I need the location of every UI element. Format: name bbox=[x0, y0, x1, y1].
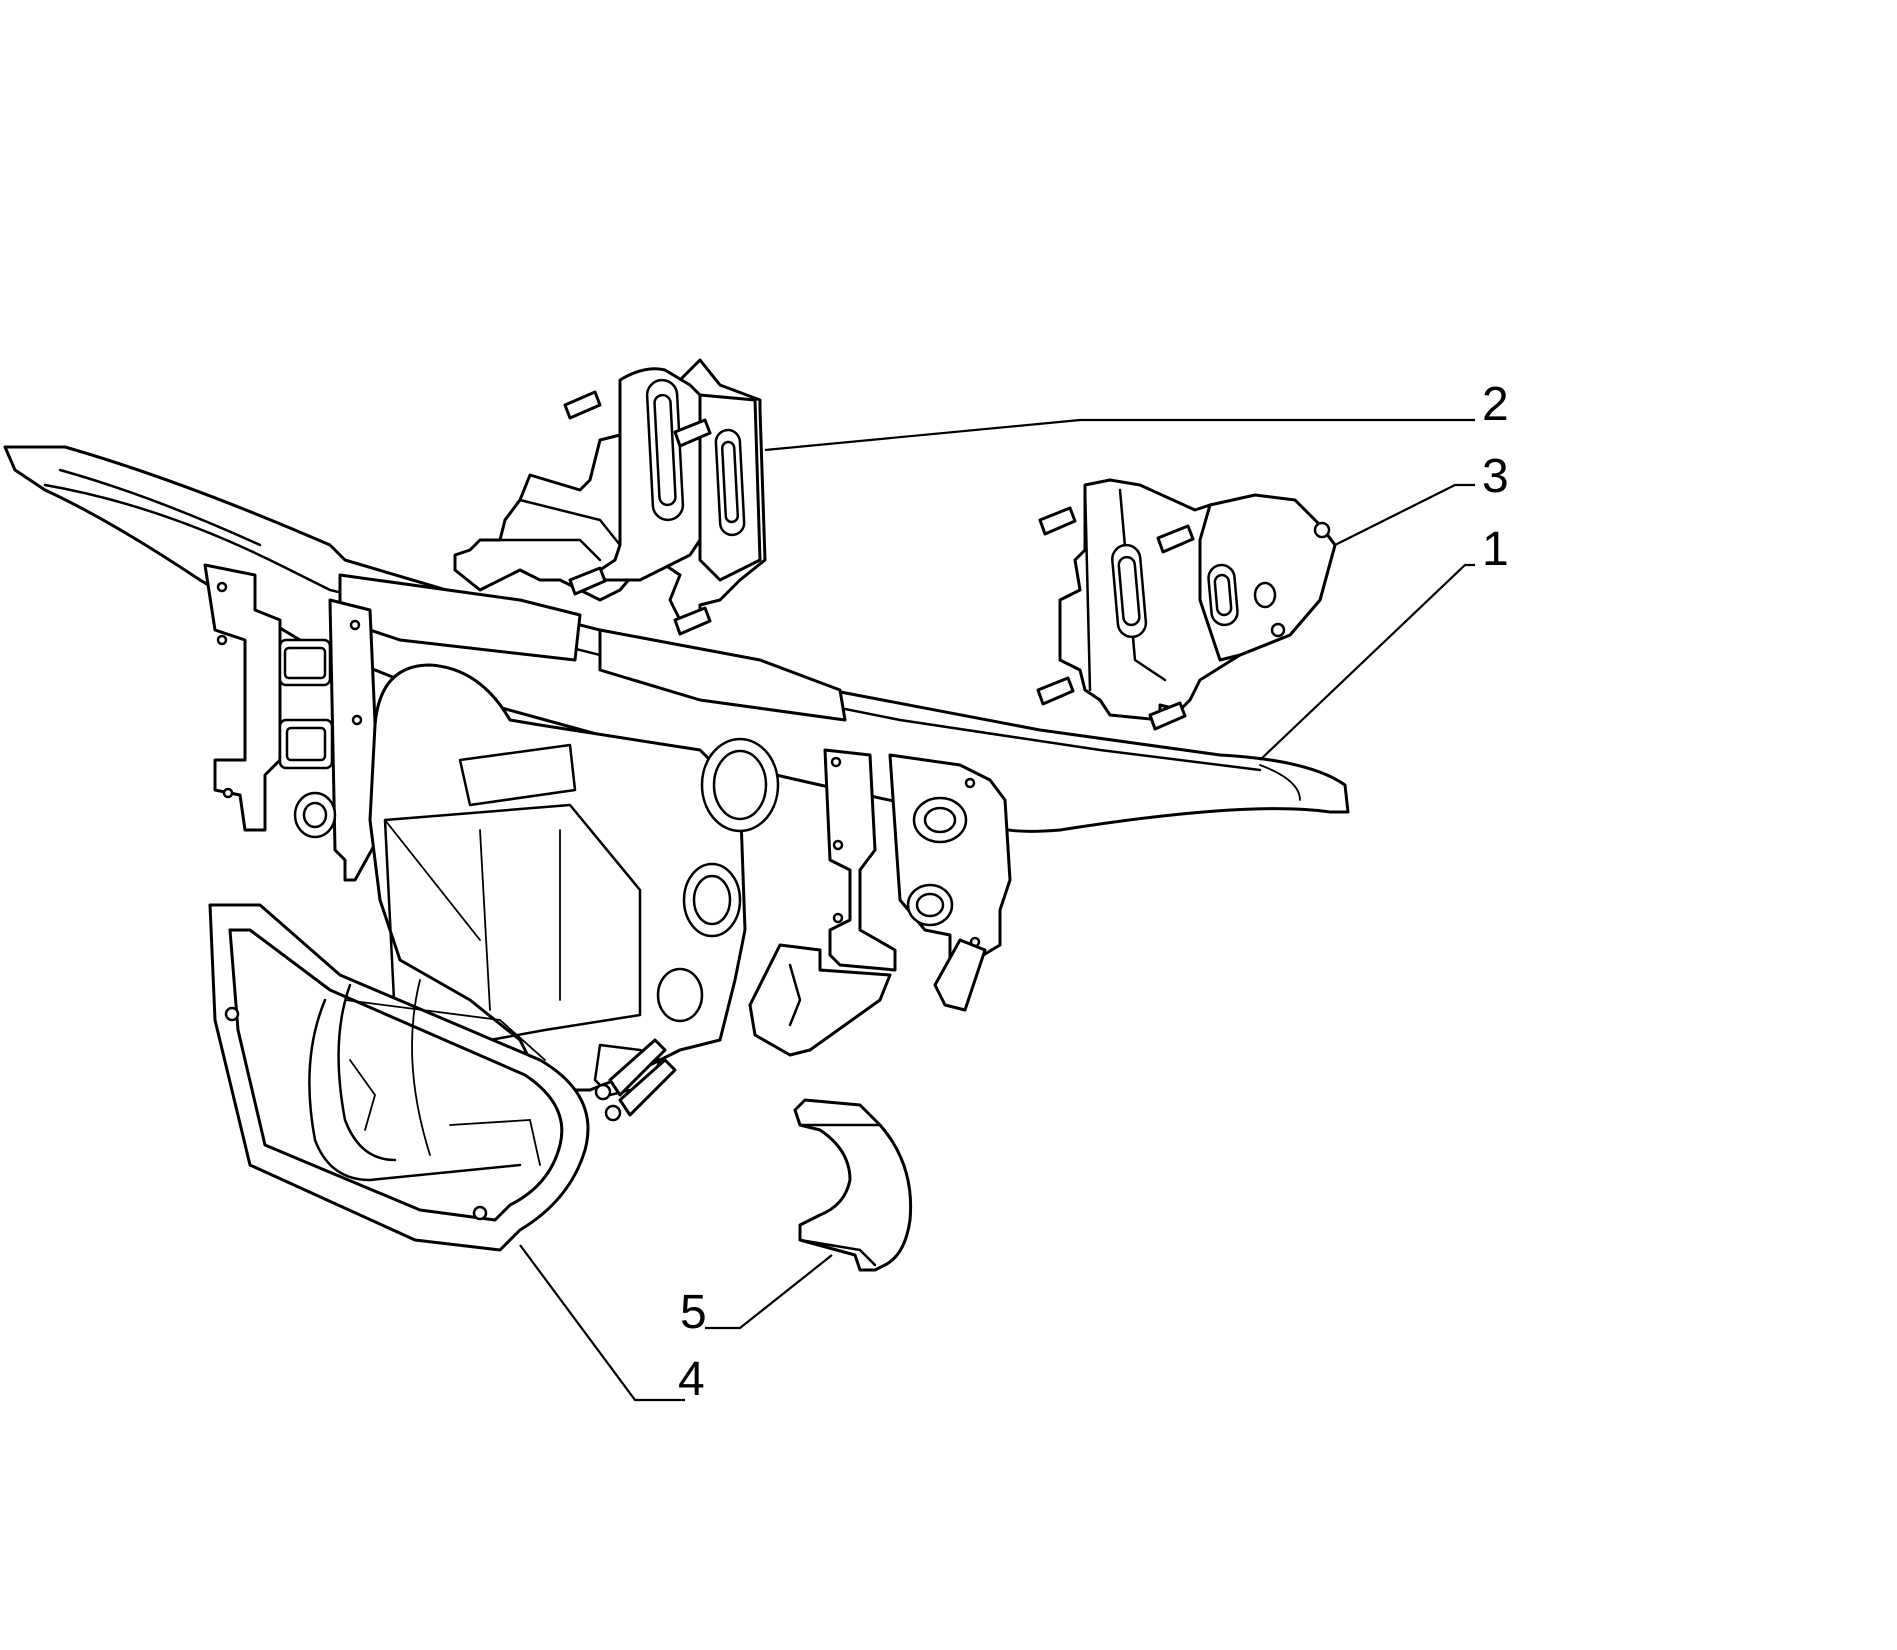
callout-5: 5 bbox=[680, 1286, 707, 1339]
part-2-studs bbox=[563, 390, 712, 636]
callout-3: 3 bbox=[1482, 450, 1509, 503]
leader-line-2 bbox=[764, 418, 1475, 452]
part-1-front-crossmember bbox=[3, 445, 1350, 1057]
part-4-frame-gasket bbox=[208, 903, 590, 1252]
leader-line-5 bbox=[705, 1254, 833, 1330]
part-2-left-bracket bbox=[453, 358, 767, 636]
leader-line-1 bbox=[1259, 563, 1475, 761]
leader-line-4 bbox=[519, 1244, 685, 1402]
callout-2: 2 bbox=[1482, 378, 1509, 431]
part-5-curved-shield bbox=[793, 1098, 913, 1272]
leader-lines bbox=[519, 418, 1475, 1402]
callout-1: 1 bbox=[1482, 523, 1509, 576]
callout-labels: 2 3 1 5 4 bbox=[678, 378, 1509, 1406]
heater-housing bbox=[368, 663, 780, 1122]
part-3-studs bbox=[1036, 506, 1195, 731]
callout-4: 4 bbox=[678, 1353, 705, 1406]
part-3-right-bracket bbox=[1036, 478, 1337, 731]
leader-line-3 bbox=[1334, 483, 1475, 546]
